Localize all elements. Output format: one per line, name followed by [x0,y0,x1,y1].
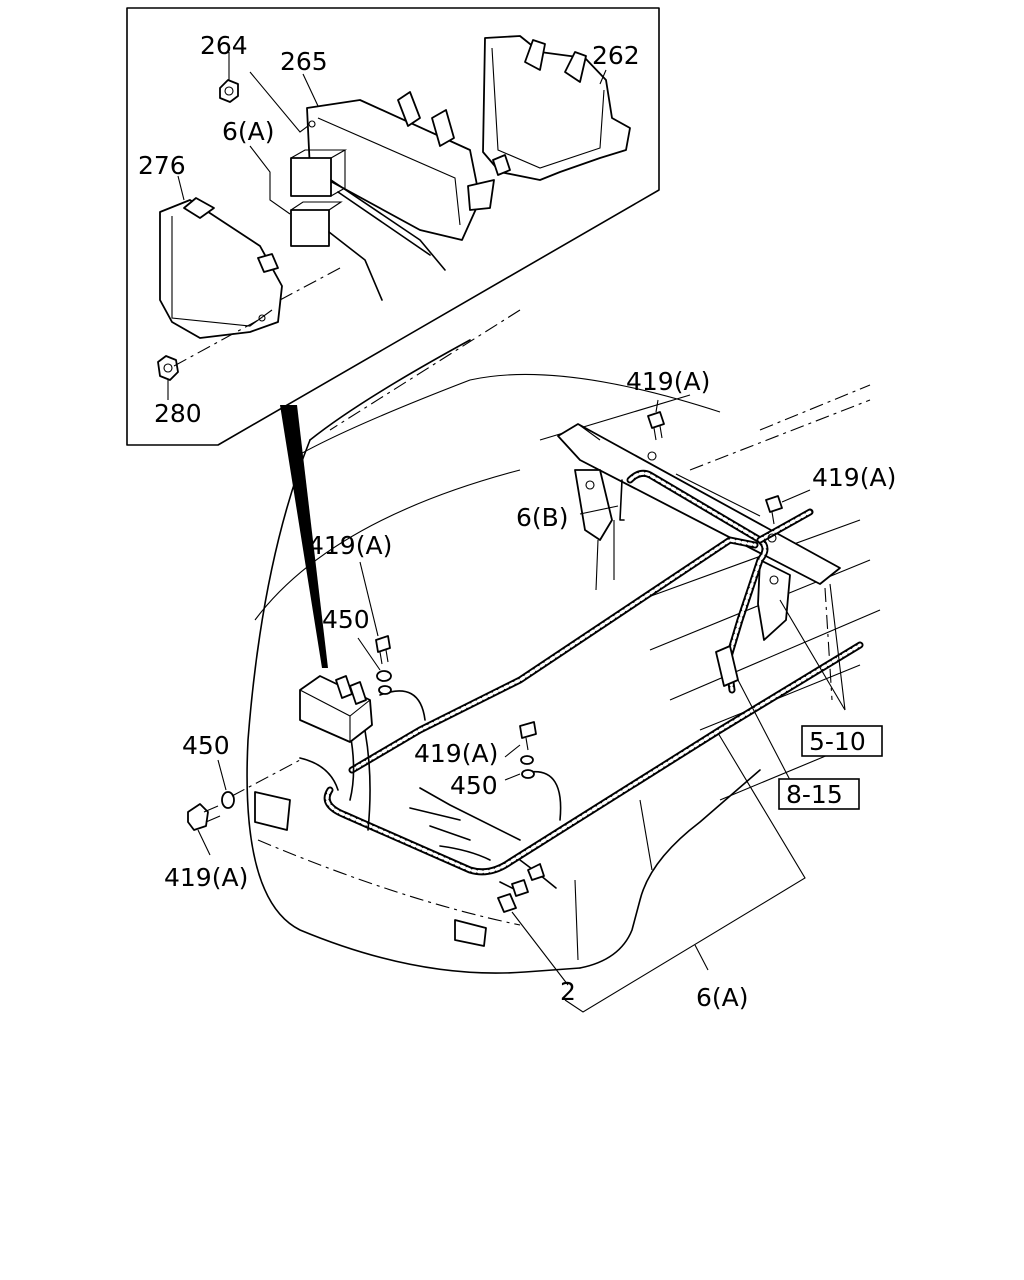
leader-lines [197,399,846,1013]
washer-450-left [221,791,235,809]
ref-5-10-text: 5-10 [809,727,866,756]
inset-panel [126,7,660,446]
label-262: 262 [592,41,640,70]
nut-264 [219,79,239,103]
cab-body [246,309,881,974]
label-419a-bottom: 419(A) [164,863,248,892]
connector-2 [497,863,545,913]
label-419a-right: 419(A) [812,463,896,492]
cover-276 [159,197,283,339]
crossmember [557,423,841,641]
ref-8-15-text: 8-15 [786,780,843,809]
label-265: 265 [280,47,328,76]
label-419a-left: 419(A) [308,531,392,560]
nut-280 [157,355,179,381]
label-2: 2 [560,977,576,1006]
ref-box-8-15[interactable]: 8-15 [778,778,860,810]
label-6a-bottom: 6(A) [696,983,749,1012]
relays-6a [290,149,446,301]
connector-block-265 [306,91,495,241]
label-450-mid: 450 [450,771,498,800]
label-450-upper: 450 [322,605,370,634]
label-280: 280 [154,399,202,428]
label-450-left: 450 [182,731,230,760]
bolt-419a-upper-left [375,635,391,665]
label-6a-inset: 6(A) [222,117,275,146]
cover-262 [482,35,631,181]
label-419a-mid: 419(A) [414,739,498,768]
bolt-419a-right [765,495,783,543]
ref-box-5-10[interactable]: 5-10 [801,725,883,757]
washer-450-mid [520,755,535,779]
inset-pointer [280,405,328,668]
relay-box [299,675,373,743]
inset-border [126,7,660,446]
label-419a-top: 419(A) [626,367,710,396]
label-276: 276 [138,151,186,180]
bolt-419a-mid [519,721,537,751]
bolt-419a-left [187,803,221,831]
label-6b: 6(B) [516,503,569,532]
wire-harness [299,469,864,913]
washer-450-upper [376,670,392,695]
bolt-419a-top [647,411,665,461]
label-264: 264 [200,31,248,60]
